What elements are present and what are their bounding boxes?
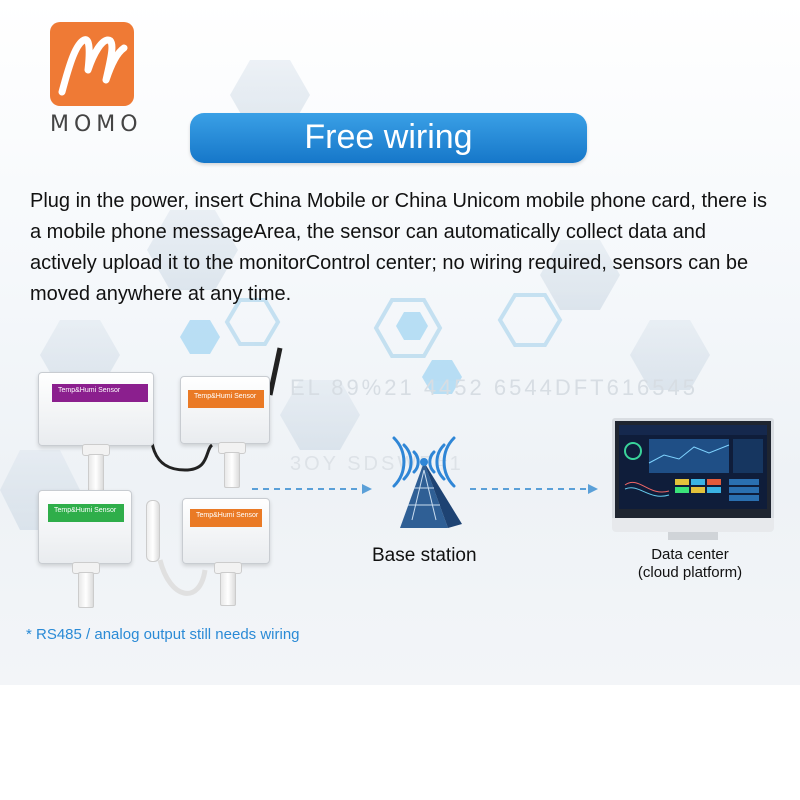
page-title: Free wiring <box>190 113 587 163</box>
description-text: Plug in the power, insert China Mobile o… <box>30 190 768 305</box>
bg-code-text-1: EL 89%21 4452 6544DFT616545 <box>290 375 698 400</box>
wiring-note: * RS485 / analog output still needs wiri… <box>26 626 300 643</box>
data-center-line-1: Data center <box>651 546 729 563</box>
arrowhead-icon <box>588 484 598 494</box>
antenna-icon <box>267 347 283 396</box>
monitor-chin <box>612 518 774 532</box>
monitor-stand <box>668 532 718 540</box>
sensor-label: Temp&Humi Sensor <box>190 509 262 527</box>
sensor-label: Temp&Humi Sensor <box>188 390 264 408</box>
arrowhead-icon <box>362 484 372 494</box>
external-probe <box>146 500 160 562</box>
data-center-label: Data center (cloud platform) <box>620 546 760 582</box>
base-station-label: Base station <box>372 545 477 566</box>
sensor-label: Temp&Humi Sensor <box>48 504 124 522</box>
brand-name: MOMO <box>50 112 143 137</box>
monitor-icon <box>612 418 774 524</box>
sensor-cable <box>157 559 208 596</box>
brand-logo <box>50 22 134 106</box>
signal-tower-icon <box>392 436 462 528</box>
momo-logo-icon <box>58 36 128 96</box>
data-center-line-2: (cloud platform) <box>637 564 743 581</box>
hexagon-background: EL 89%21 4452 6544DFT616545 3OY SDSWE#1 <box>0 60 710 596</box>
sensor-label: Temp&Humi Sensor <box>52 384 148 402</box>
